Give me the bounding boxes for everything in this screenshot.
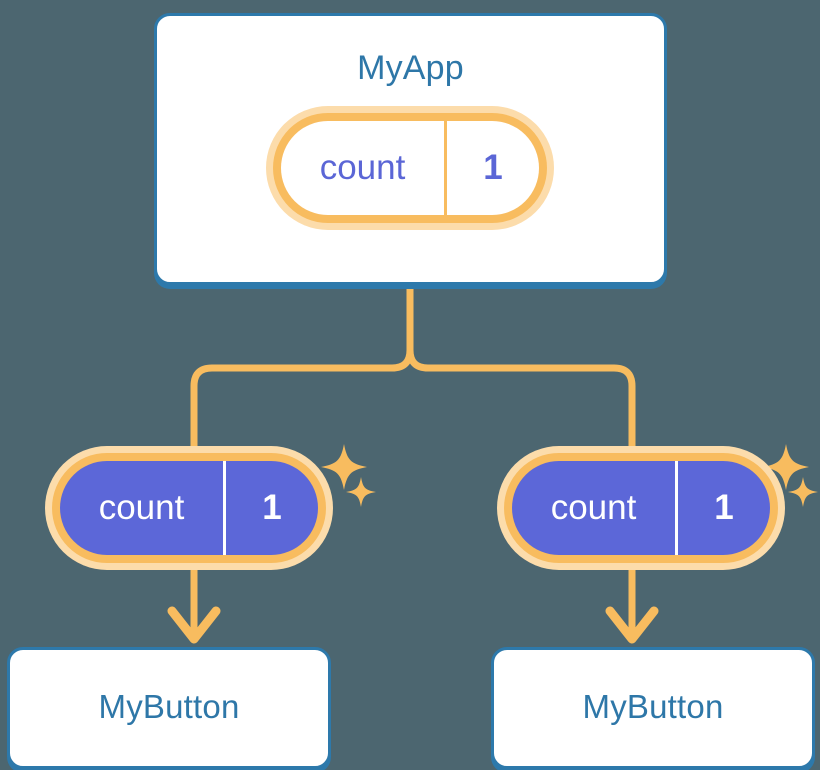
component-label: MyButton [582, 688, 724, 725]
state-key-label: count [319, 148, 406, 187]
page-title: MyApp [357, 49, 464, 87]
component-card-myapp[interactable]: MyApp [154, 13, 667, 285]
state-pill-mybutton-right[interactable]: count 1 [512, 461, 770, 555]
component-label: MyButton [98, 688, 240, 725]
arrow-down-icon [605, 606, 659, 644]
arrow-down-icon [167, 606, 221, 644]
sparkle-four-point-small [346, 477, 376, 507]
state-value-label: 1 [444, 121, 539, 215]
connector-branch-right [406, 346, 636, 450]
connector-trunk-split [190, 281, 414, 450]
state-key-label: count [550, 488, 637, 527]
component-card-mybutton-left[interactable]: MyButton [7, 647, 331, 769]
state-pill-myapp[interactable]: count 1 [281, 121, 539, 215]
state-pill-mybutton-left[interactable]: count 1 [60, 461, 318, 555]
component-card-mybutton-right[interactable]: MyButton [491, 647, 815, 769]
state-value-label: 1 [675, 461, 770, 555]
state-value-label: 1 [223, 461, 318, 555]
sparkle-four-point-small [788, 477, 818, 507]
state-key-label: count [98, 488, 185, 527]
sparkle-four-point-small [325, 437, 353, 465]
